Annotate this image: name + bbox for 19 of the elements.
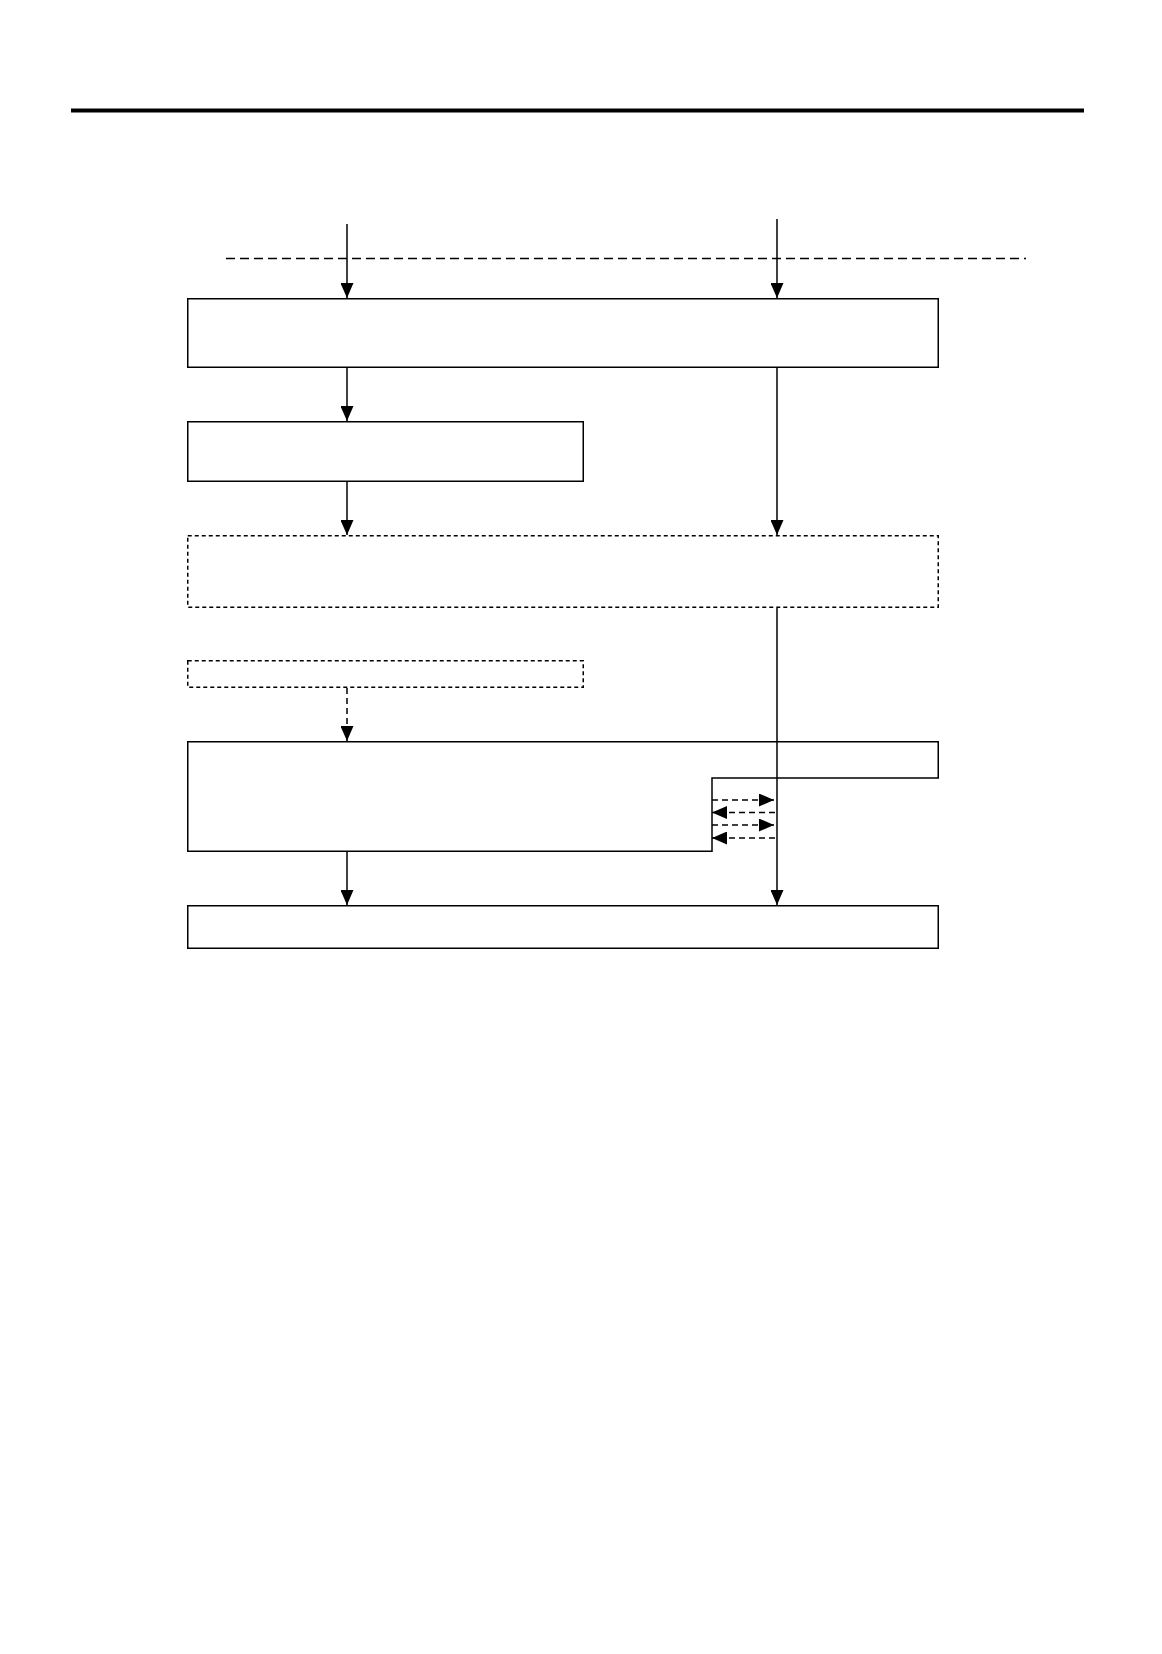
arrow <box>770 740 784 906</box>
arrow <box>340 851 354 906</box>
process-box <box>187 905 939 949</box>
dashed-process-box <box>187 660 584 688</box>
arrow <box>711 793 775 807</box>
stepped-process-box <box>187 741 939 852</box>
process-box <box>187 298 939 368</box>
arrow <box>340 481 354 536</box>
arrow <box>711 831 776 845</box>
arrow <box>770 367 784 536</box>
arrow <box>340 687 354 742</box>
arrow <box>770 218 784 299</box>
arrow <box>711 818 775 832</box>
arrow <box>340 223 354 299</box>
process-box <box>187 421 584 482</box>
connector-line <box>776 607 778 742</box>
arrow <box>711 806 776 819</box>
arrow <box>340 367 354 422</box>
dashed-process-box <box>187 535 939 608</box>
